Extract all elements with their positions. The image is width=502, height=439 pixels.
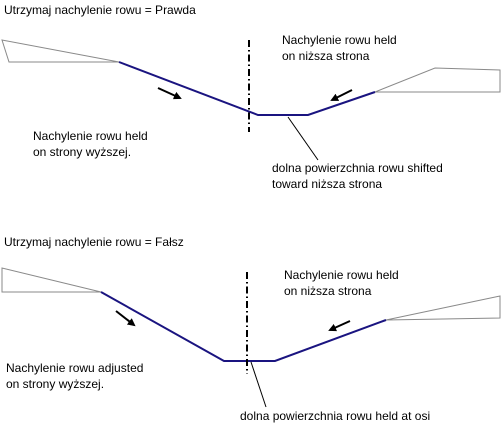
top-right-slope-arrow [330, 89, 353, 101]
top-bottom-label: dolna powierzchnia rowu shifted toward n… [272, 161, 446, 191]
bottom-right-slope-label: Nachylenie rowu held on niższa strona [284, 268, 402, 298]
panel-bottom-title: Utrzymaj nachylenie rowu = Fałsz [4, 235, 184, 249]
top-right-slope-label: Nachylenie rowu held on niższa strona [282, 33, 400, 63]
bottom-left-ground-surface [1, 267, 102, 293]
bottom-right-ground-surface [385, 295, 501, 321]
bottom-bottom-leader-line [250, 361, 267, 408]
panel-top: Utrzymaj nachylenie rowu = Prawda Nachyl… [1, 3, 501, 191]
bottom-left-slope-arrow [115, 310, 136, 327]
panel-bottom: Utrzymaj nachylenie rowu = Fałsz Nachyle… [1, 235, 501, 423]
top-left-slope-arrow [157, 87, 182, 100]
bottom-bottom-label: dolna powierzchnia rowu held at osi [240, 409, 430, 423]
bottom-right-slope-arrow [328, 320, 351, 332]
top-right-ground-surface [374, 67, 501, 93]
top-bottom-leader-line [287, 116, 319, 161]
panel-top-title: Utrzymaj nachylenie rowu = Prawda [4, 3, 196, 17]
bottom-ditch-section [100, 291, 387, 362]
bottom-left-slope-label: Nachylenie rowu adjusted on strony wyższ… [6, 361, 147, 391]
top-left-ground-surface [1, 39, 120, 63]
top-ditch-section [118, 61, 376, 116]
top-left-slope-label: Nachylenie rowu held on strony wyższej. [33, 129, 151, 159]
